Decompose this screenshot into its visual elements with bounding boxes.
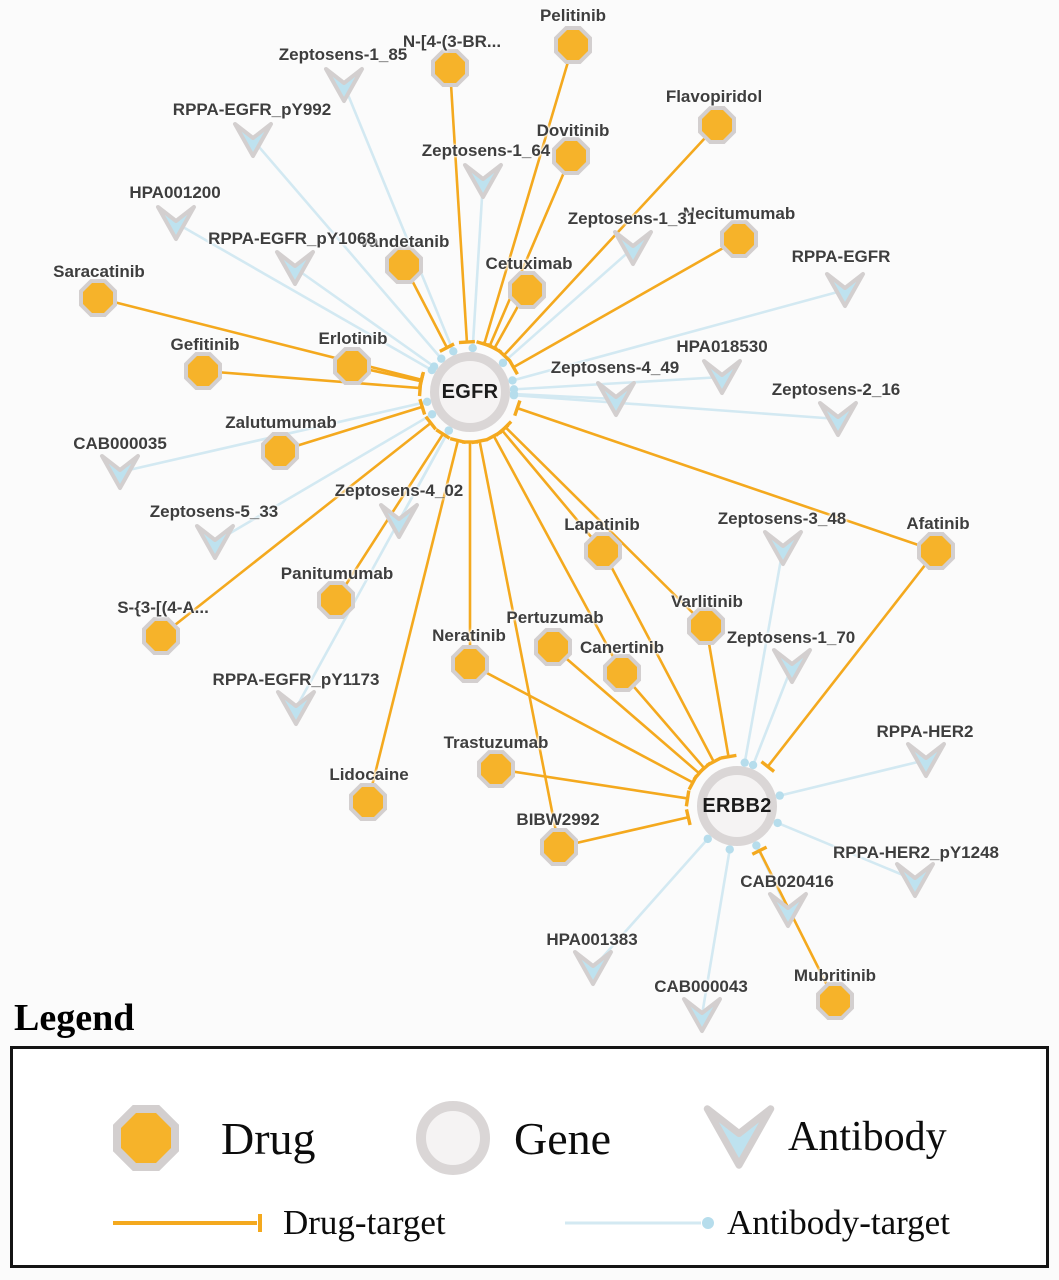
- drug-node-pelitinib[interactable]: [554, 26, 592, 64]
- antibody-shape-icon: [703, 1105, 775, 1169]
- legend-item-gene: Gene: [416, 1101, 611, 1175]
- antibody-node-zeptosens-2-16[interactable]: [817, 400, 859, 438]
- legend-drug-target-label: Drug-target: [283, 1203, 446, 1242]
- antibody-node-rppa-egfr-py1068[interactable]: [274, 249, 316, 287]
- drug-node-vandetanib[interactable]: [385, 246, 423, 284]
- antibody-node-rppa-egfr-py992[interactable]: [232, 121, 274, 159]
- drug-target-edge-icon: [113, 1214, 262, 1232]
- gene-shape-icon: [416, 1101, 490, 1175]
- drug-node-s-3-4-a[interactable]: [142, 617, 180, 655]
- legend-item-drug-target: Drug-target: [109, 1203, 446, 1243]
- drug-node-flavopiridol[interactable]: [698, 106, 736, 144]
- drug-node-erlotinib[interactable]: [333, 347, 371, 385]
- drug-shape-icon: [113, 1105, 179, 1171]
- drug-node-saracatinib[interactable]: [79, 279, 117, 317]
- drug-node-afatinib[interactable]: [917, 532, 955, 570]
- drug-node-necitumumab[interactable]: [720, 220, 758, 258]
- drug-node-n-4-3-br[interactable]: [431, 49, 469, 87]
- antibody-node-rppa-egfr[interactable]: [824, 271, 866, 309]
- drug-node-mubritinib[interactable]: [816, 982, 854, 1020]
- legend-antibody-target-label: Antibody-target: [727, 1203, 950, 1242]
- drug-node-lidocaine[interactable]: [349, 783, 387, 821]
- gene-label: ERBB2: [702, 794, 772, 817]
- antibody-node-cab000043[interactable]: [681, 996, 723, 1034]
- antibody-node-zeptosens-1-31[interactable]: [612, 229, 654, 267]
- antibody-node-hpa001383[interactable]: [572, 949, 614, 987]
- drug-node-trastuzumab[interactable]: [477, 750, 515, 788]
- antibody-node-zeptosens-4-02[interactable]: [378, 502, 420, 540]
- drug-node-pertuzumab[interactable]: [534, 628, 572, 666]
- gene-label: EGFR: [441, 380, 499, 403]
- drug-node-cetuximab[interactable]: [508, 271, 546, 309]
- drug-node-gefitinib[interactable]: [184, 352, 222, 390]
- legend-item-antibody: Antibody: [702, 1103, 947, 1171]
- legend-drug-label: Drug: [221, 1112, 316, 1164]
- antibody-node-rppa-her2[interactable]: [905, 741, 947, 779]
- legend-gene-label: Gene: [514, 1112, 612, 1164]
- antibody-node-zeptosens-1-85[interactable]: [323, 66, 365, 104]
- legend-antibody-label: Antibody: [788, 1114, 947, 1160]
- antibody-node-zeptosens-1-64[interactable]: [462, 162, 504, 200]
- drug-node-panitumumab[interactable]: [317, 581, 355, 619]
- gene-node-erbb2[interactable]: ERBB2: [697, 766, 777, 846]
- antibody-node-zeptosens-1-70[interactable]: [771, 647, 813, 685]
- gene-node-egfr[interactable]: EGFR: [430, 352, 510, 432]
- drug-node-canertinib[interactable]: [603, 654, 641, 692]
- drug-node-lapatinib[interactable]: [584, 532, 622, 570]
- antibody-node-zeptosens-4-49[interactable]: [595, 380, 637, 418]
- antibody-node-cab000035[interactable]: [99, 453, 141, 491]
- drug-node-neratinib[interactable]: [451, 645, 489, 683]
- legend-item-antibody-target: Antibody-target: [561, 1203, 950, 1243]
- antibody-node-hpa018530[interactable]: [701, 358, 743, 396]
- antibody-node-hpa001200[interactable]: [155, 204, 197, 242]
- antibody-target-edge-icon: [565, 1217, 714, 1229]
- antibody-node-rppa-her2-py1248[interactable]: [894, 861, 936, 899]
- legend-title: Legend: [14, 997, 135, 1039]
- antibody-node-cab020416[interactable]: [767, 891, 809, 929]
- drug-node-bibw2992[interactable]: [540, 828, 578, 866]
- antibody-node-zeptosens-5-33[interactable]: [194, 523, 236, 561]
- legend-item-drug: Drug: [113, 1105, 316, 1171]
- antibody-node-rppa-egfr-py1173[interactable]: [275, 689, 317, 727]
- drug-node-dovitinib[interactable]: [552, 137, 590, 175]
- legend-box: Drug Gene Antibody Drug-target Antibody-…: [10, 1046, 1049, 1268]
- drug-node-varlitinib[interactable]: [687, 607, 725, 645]
- drug-node-zalutumumab[interactable]: [261, 432, 299, 470]
- antibody-node-zeptosens-3-48[interactable]: [762, 529, 804, 567]
